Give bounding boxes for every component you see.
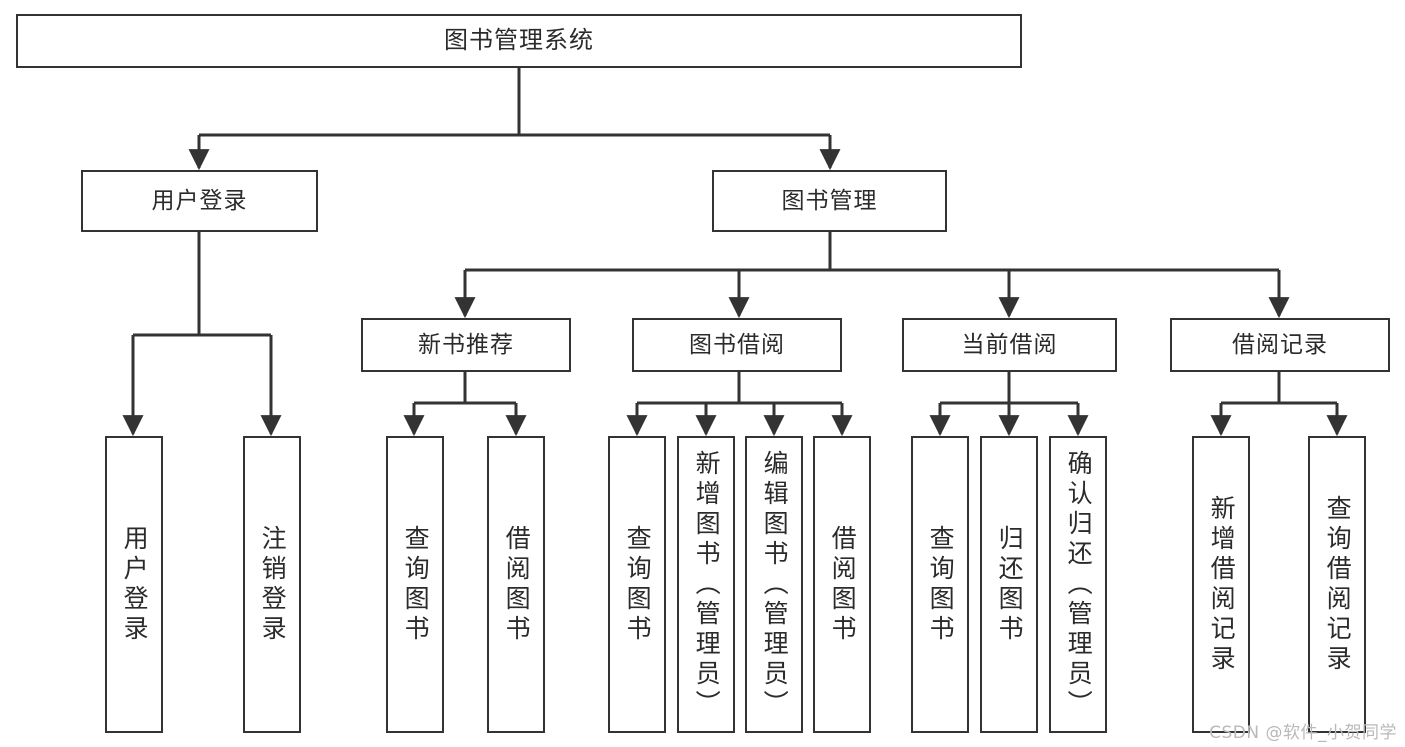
node-book-management-label: 图书管理 (781, 187, 878, 214)
leaf-add-borrow-record-label: 新增借阅记录 (1207, 494, 1237, 675)
node-new-book-recommend-label: 新书推荐 (418, 331, 514, 358)
leaf-borrow-book-newbook-label: 借阅图书 (502, 524, 532, 645)
node-root[interactable]: 图书管理系统 (16, 14, 1022, 68)
leaf-confirm-return-admin[interactable]: 确认归还（管理员） (1049, 436, 1107, 733)
leaf-borrow-book-label: 借阅图书 (828, 524, 858, 645)
leaf-query-borrow-record[interactable]: 查询借阅记录 (1308, 436, 1366, 733)
leaf-query-book-current[interactable]: 查询图书 (911, 436, 969, 733)
node-borrow-records-label: 借阅记录 (1232, 331, 1328, 358)
node-book-borrow-label: 图书借阅 (689, 331, 785, 358)
node-current-borrow-label: 当前借阅 (961, 331, 1058, 358)
leaf-query-borrow-record-label: 查询借阅记录 (1323, 494, 1353, 675)
leaf-query-book-newbook-label: 查询图书 (401, 524, 431, 645)
leaf-add-book-admin[interactable]: 新增图书（管理员） (677, 436, 735, 733)
node-user-login-label: 用户登录 (151, 187, 248, 214)
leaf-edit-book-admin-label: 编辑图书（管理员） (760, 449, 790, 720)
leaf-edit-book-admin[interactable]: 编辑图书（管理员） (745, 436, 803, 733)
leaf-add-book-admin-label: 新增图书（管理员） (692, 449, 722, 720)
leaf-logout[interactable]: 注销登录 (243, 436, 301, 733)
leaf-confirm-return-admin-label: 确认归还（管理员） (1064, 449, 1094, 720)
leaf-return-book-label: 归还图书 (995, 524, 1025, 645)
leaf-logout-label: 注销登录 (258, 524, 288, 645)
leaf-borrow-book-newbook[interactable]: 借阅图书 (487, 436, 545, 733)
node-current-borrow[interactable]: 当前借阅 (902, 318, 1117, 372)
leaf-user-login[interactable]: 用户登录 (105, 436, 163, 733)
leaf-query-book-newbook[interactable]: 查询图书 (386, 436, 444, 733)
leaf-return-book[interactable]: 归还图书 (980, 436, 1038, 733)
leaf-query-book-borrow[interactable]: 查询图书 (608, 436, 666, 733)
node-new-book-recommend[interactable]: 新书推荐 (361, 318, 571, 372)
node-root-label: 图书管理系统 (444, 26, 594, 55)
leaf-add-borrow-record[interactable]: 新增借阅记录 (1192, 436, 1250, 733)
leaf-query-book-current-label: 查询图书 (926, 524, 956, 645)
leaf-query-book-borrow-label: 查询图书 (623, 524, 653, 645)
node-book-management[interactable]: 图书管理 (712, 170, 947, 232)
watermark-text: CSDN @软件_小贺同学 (1209, 723, 1397, 743)
node-borrow-records[interactable]: 借阅记录 (1170, 318, 1390, 372)
node-book-borrow[interactable]: 图书借阅 (632, 318, 842, 372)
leaf-borrow-book[interactable]: 借阅图书 (813, 436, 871, 733)
node-user-login[interactable]: 用户登录 (81, 170, 318, 232)
leaf-user-login-label: 用户登录 (120, 524, 150, 645)
